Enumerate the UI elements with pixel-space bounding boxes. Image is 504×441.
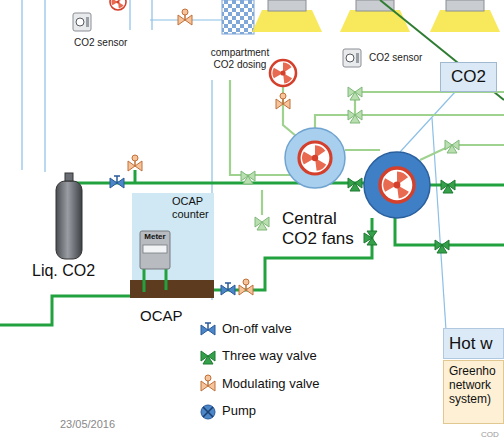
central-co2-fan <box>299 142 331 174</box>
meter-body: Meter <box>140 231 170 243</box>
valves <box>221 283 235 295</box>
legend-symbols <box>201 323 215 419</box>
central-co2-fan <box>364 152 430 218</box>
light-green-pipes <box>420 145 504 160</box>
structure-lines <box>44 0 45 172</box>
valves <box>255 217 269 230</box>
central-co2-fan <box>285 128 345 188</box>
assimilation-lamps <box>446 0 484 11</box>
liquid-co2-cylinder <box>56 181 82 259</box>
assimilation-lamps <box>268 0 306 11</box>
cylinder-label: Liq. CO2 <box>32 262 95 280</box>
sensor-label: CO2 sensor <box>369 52 422 64</box>
central-co2-fan <box>380 168 414 202</box>
assimilation-lamps <box>252 10 322 32</box>
node-text: OCAP counter <box>172 195 212 220</box>
central-co2-fan <box>364 152 430 218</box>
legend-symbols <box>201 405 215 419</box>
screen-grid <box>222 0 254 34</box>
central-co2-fan <box>285 128 345 188</box>
valves <box>364 231 377 245</box>
valves <box>241 171 255 184</box>
assimilation-lamps <box>252 0 500 32</box>
co2-supply-box: CO2 <box>440 62 497 92</box>
assimilation-lamps <box>430 10 500 32</box>
structure-lines <box>129 0 130 30</box>
assimilation-lamps <box>340 10 410 32</box>
valves <box>276 93 290 109</box>
node-text: Greenho network system) <box>449 365 500 406</box>
node-text: CO2 <box>444 67 493 87</box>
light-green-pipes <box>315 115 504 128</box>
structure-lines <box>151 0 152 30</box>
dosing-label: compartment CO2 dosing <box>205 47 275 70</box>
ocap-housing <box>140 231 170 269</box>
ocap-housing <box>132 193 214 281</box>
light-green-pipes <box>230 80 292 175</box>
valves <box>348 178 362 191</box>
liquid-co2-cylinder <box>65 173 73 181</box>
supply-line <box>380 0 504 100</box>
structure-lines <box>22 0 455 330</box>
greenhouse-illustration <box>73 13 91 31</box>
light-green-pipes <box>355 92 504 115</box>
legend-text: Pump <box>222 404 256 419</box>
ocap-housing <box>143 245 167 253</box>
corner-mark: COD <box>481 430 499 439</box>
sensor-label: CO2 sensor <box>74 37 127 49</box>
legend-symbols <box>201 351 215 364</box>
valves <box>128 155 142 171</box>
compartment-dosing-fan <box>270 60 296 86</box>
ocap-label: OCAP <box>140 307 183 324</box>
light-green-pipes <box>261 190 263 215</box>
fans-label: Central CO2 fans <box>282 209 364 248</box>
legend-text: On-off valve <box>222 322 292 337</box>
legend-text: Three way valve <box>222 349 317 364</box>
date-stamp: 23/05/2016 <box>60 418 115 431</box>
dark-green-pipes <box>134 170 137 183</box>
valves <box>110 176 124 188</box>
valves <box>435 240 449 253</box>
legend-symbols <box>201 375 215 391</box>
greenhouse-illustration <box>343 49 361 67</box>
liquid-co2-cylinder <box>56 173 82 259</box>
light-green-pipes <box>345 149 380 151</box>
valves <box>348 110 362 123</box>
ocap-housing <box>130 193 214 298</box>
valves <box>441 180 455 193</box>
node-text: Hot w <box>449 334 501 354</box>
legend-text: Modulating valve <box>222 377 320 392</box>
compartment-dosing-fan <box>110 0 126 10</box>
structure-lines <box>21 0 22 170</box>
valves <box>348 87 362 100</box>
greenhouse-network-box: Greenho network system) <box>443 360 504 424</box>
valves <box>178 9 192 25</box>
valves <box>445 140 459 153</box>
valves <box>239 279 253 295</box>
hot-water-box: Hot w <box>443 328 504 359</box>
legend-symbols <box>201 323 215 335</box>
ocap-counter-box: OCAP counterMeter <box>132 193 214 243</box>
node-text: Meter <box>140 232 170 241</box>
valves <box>110 9 459 295</box>
